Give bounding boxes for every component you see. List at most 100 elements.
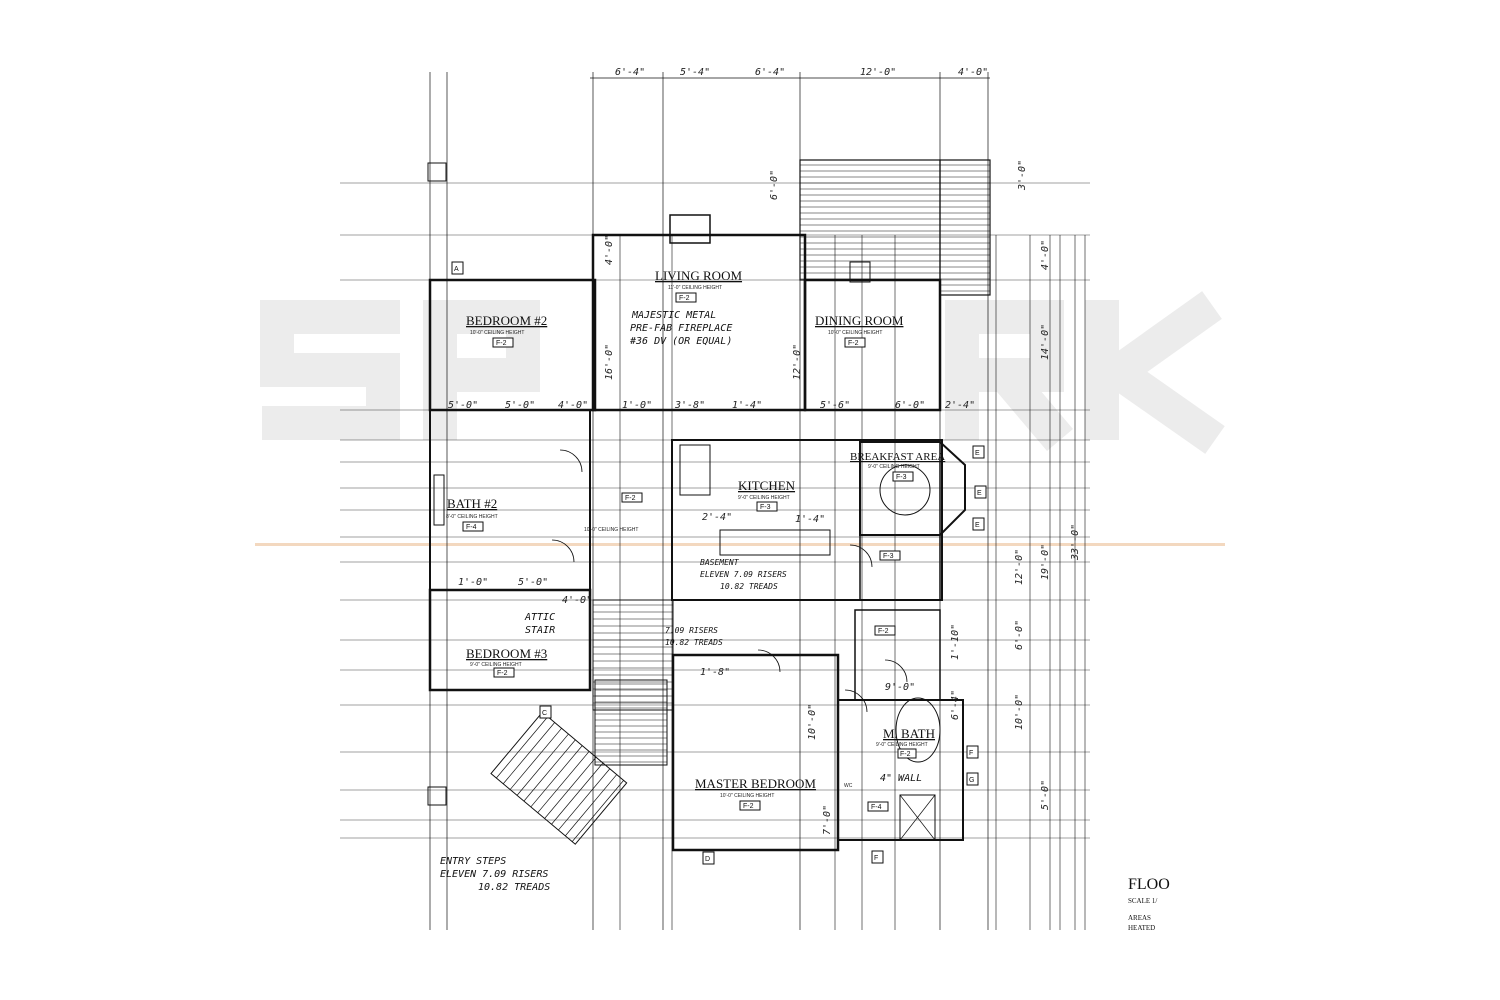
wall <box>671 653 840 852</box>
breakfast-bay <box>859 441 966 536</box>
dimension-mid: 5'-6" <box>820 400 850 411</box>
door-swing <box>559 449 583 473</box>
watermark-letter-r <box>945 300 1073 451</box>
wc-label: WC <box>844 783 853 789</box>
dimension-top: 6'-4" <box>615 67 645 78</box>
room-bath-2: BATH #2 8'-0" CEILING HEIGHT F-4 <box>446 496 498 532</box>
marker-e: E <box>975 522 980 529</box>
dimension-misc: 7'-0" <box>822 805 833 835</box>
entry-steps <box>490 711 628 845</box>
ceiling-height: 9'-0" CEILING HEIGHT <box>868 464 920 470</box>
watermark-accent-line <box>255 543 1225 546</box>
watermark-logo <box>255 291 1225 546</box>
stair-notes: BASEMENT ELEVEN 7.09 RISERS 10.82 TREADS… <box>440 558 787 893</box>
fireplace-note: MAJESTIC METAL PRE-FAB FIREPLACE #36 DV … <box>629 310 732 347</box>
drawing-scale: SCALE 1/ <box>1128 897 1157 905</box>
entry-step-tread <box>509 728 562 790</box>
breakfast-table <box>879 464 931 516</box>
post <box>427 786 447 806</box>
door-swing <box>757 649 781 673</box>
ceiling-height: 10'-0" CEILING HEIGHT <box>584 527 638 533</box>
heated-label: HEATED <box>1128 924 1155 932</box>
dimension-misc: 6'-4" <box>950 690 961 720</box>
entry-step-tread <box>565 774 617 837</box>
dimension-right: 14'-0" <box>1040 324 1051 360</box>
note-line: ELEVEN 7.09 RISERS <box>700 570 787 579</box>
dimension-top: 4'-0" <box>958 67 988 78</box>
door-swing <box>844 689 868 713</box>
door-swing <box>551 539 575 563</box>
post <box>427 162 447 182</box>
kitchen-peninsula <box>679 444 711 496</box>
marker-box <box>702 851 715 865</box>
kitchen-counter <box>719 529 831 556</box>
note-line: MAJESTIC METAL <box>631 310 716 321</box>
entry-step-tread <box>516 733 569 796</box>
dimension-misc: 4'-0" <box>562 595 592 606</box>
dimension-right: 4'-0" <box>1040 240 1051 270</box>
marker-e: E <box>977 490 982 497</box>
ceiling-height: 8'-0" CEILING HEIGHT <box>446 514 498 520</box>
dimension-right: 5'-0" <box>1040 780 1051 810</box>
note-line: ENTRY STEPS <box>440 856 506 867</box>
dimension-misc: 10'-0" <box>807 704 818 740</box>
room-bedroom-3: BEDROOM #3 9'-0" CEILING HEIGHT F-2 <box>466 646 547 678</box>
ceiling-height: 11'-0" CEILING HEIGHT <box>668 285 722 291</box>
note-line: 7.09 RISERS <box>665 626 718 635</box>
finish-tag: F-4 <box>871 804 882 811</box>
wall <box>803 278 942 412</box>
master-tub <box>895 697 941 763</box>
marker-c: C <box>542 710 547 717</box>
room-kitchen: KITCHEN 9'-0" CEILING HEIGHT F-3 <box>738 478 796 512</box>
shower <box>899 794 936 841</box>
marker-box <box>966 745 979 759</box>
note-line: #36 DV (OR EQUAL) <box>629 336 732 347</box>
plan-linework <box>340 72 1090 930</box>
room-master-bedroom: MASTER BEDROOM 10'-0" CEILING HEIGHT F-2 <box>695 776 816 811</box>
dimension-right: 19'-0" <box>1040 544 1051 580</box>
room-name: BATH #2 <box>447 496 497 511</box>
dimension-misc: 1'-4" <box>795 514 825 525</box>
room-name: BEDROOM #2 <box>466 313 547 328</box>
dimension-misc: 9'-0" <box>885 682 915 693</box>
stair <box>592 599 674 711</box>
ceiling-height: 10'-0" CEILING HEIGHT <box>720 793 774 799</box>
dimension-mid: 1'-4" <box>732 400 762 411</box>
door-swing <box>884 659 908 683</box>
deck-stair <box>939 159 991 296</box>
door-swing <box>849 544 873 568</box>
entry-step-tread <box>496 716 549 779</box>
entry-step-tread <box>537 751 590 813</box>
ceiling-height: 9'-0" CEILING HEIGHT <box>470 662 522 668</box>
entry-steps-outline <box>490 711 628 845</box>
marker-f: F <box>969 750 973 757</box>
dimension-right: 3'-0" <box>1017 160 1028 191</box>
dimension-right: 33'-0" <box>1070 524 1081 561</box>
marker-box <box>972 445 985 459</box>
drawing-title: FLOO <box>1128 876 1170 893</box>
dimension-living: 4'-0" <box>604 235 615 265</box>
entry-step-tread <box>502 722 555 785</box>
note-line: ELEVEN 7.09 RISERS <box>440 869 548 880</box>
note-line: 10.82 TREADS <box>478 882 550 893</box>
dimension-misc: 1'-10" <box>950 624 961 660</box>
dimension-top: 5'-4" <box>680 67 710 78</box>
dimension-mid: 2'-4" <box>945 400 975 411</box>
room-living: LIVING ROOM 11'-0" CEILING HEIGHT F-2 <box>655 268 742 303</box>
wall-note: 4" WALL <box>880 773 922 784</box>
note-line: BASEMENT <box>700 558 740 567</box>
ceiling-height: 9'-0" CEILING HEIGHT <box>876 742 928 748</box>
dimension-misc: 1'-0" <box>458 577 488 588</box>
marker-box <box>966 772 979 786</box>
note-line: STAIR <box>525 625 555 636</box>
entry-step-tread <box>530 745 583 808</box>
finish-tag: F-3 <box>760 504 771 511</box>
dimension-top: 12'-0" <box>860 67 896 78</box>
marker-box <box>539 705 552 719</box>
dimension-living: 6'-0" <box>769 170 780 200</box>
title-block: FLOO SCALE 1/ AREAS HEATED <box>1128 876 1170 932</box>
finish-tag: F-2 <box>900 751 911 758</box>
finish-tag: F-4 <box>466 524 477 531</box>
finish-tag: F-3 <box>883 553 894 560</box>
